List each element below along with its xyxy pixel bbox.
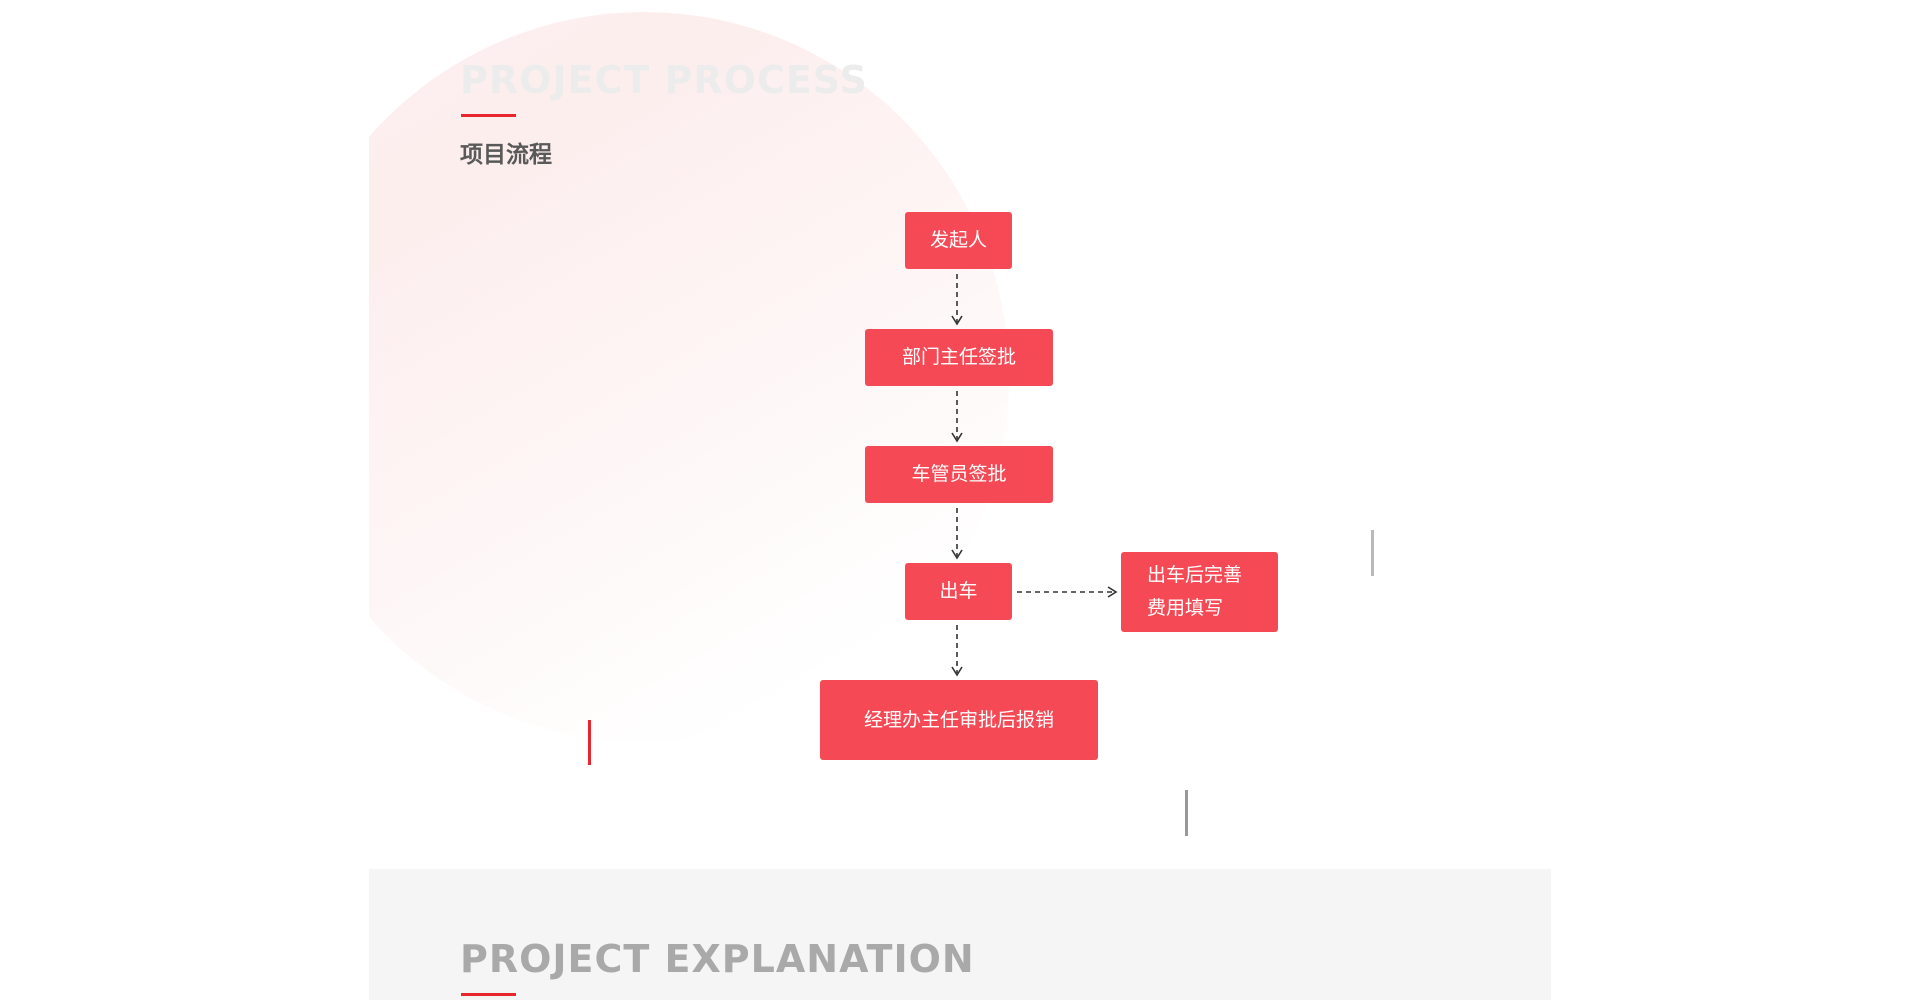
- flow-node-dispatch-label: 出车: [939, 580, 978, 602]
- flow-node-dept-head-approval-label: 部门主任签批: [901, 346, 1016, 368]
- explanation-title-en: PROJECT EXPLANATION: [460, 937, 975, 981]
- decorative-red-divider: [588, 720, 591, 765]
- process-title-en: PROJECT PROCESS: [460, 58, 868, 102]
- flow-node-dept-head-approval: 部门主任签批: [865, 329, 1053, 386]
- flow-node-complete-expense-line1: 出车后完善: [1147, 564, 1243, 586]
- flow-node-fleet-manager-approval: 车管员签批: [865, 446, 1053, 503]
- explanation-title-underline: [461, 993, 516, 996]
- flow-node-initiator: 发起人: [905, 212, 1012, 269]
- process-title-underline: [461, 114, 516, 117]
- flow-node-initiator-label: 发起人: [929, 229, 987, 251]
- flow-node-manager-office-reimburse: 经理办主任审批后报销: [820, 680, 1098, 760]
- flow-node-fleet-manager-approval-label: 车管员签批: [911, 463, 1007, 485]
- explanation-section-background: [369, 869, 1551, 1000]
- flow-node-complete-expense: 出车后完善 费用填写: [1121, 552, 1278, 632]
- decorative-gray-divider-right: [1371, 530, 1374, 576]
- decorative-gray-divider-bottom: [1185, 790, 1188, 836]
- flow-node-dispatch: 出车: [905, 563, 1012, 620]
- process-title-cn: 项目流程: [460, 142, 552, 168]
- flow-node-manager-office-reimburse-label: 经理办主任审批后报销: [863, 708, 1054, 731]
- decorative-background-circle: [369, 12, 1257, 752]
- flow-node-complete-expense-line2: 费用填写: [1147, 597, 1224, 619]
